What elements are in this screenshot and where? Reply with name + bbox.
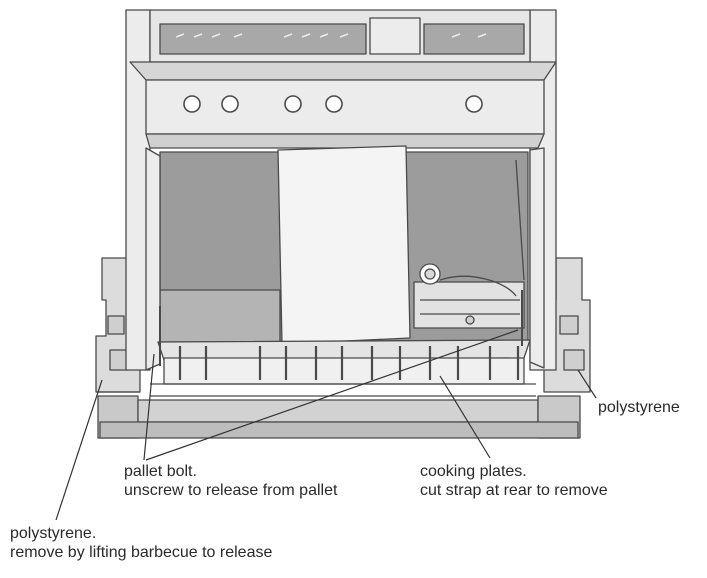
packing-sheet — [278, 146, 410, 344]
cooking-plates — [150, 340, 536, 396]
polystyrene-left-title: polystyrene. — [10, 524, 272, 543]
polystyrene-left-instruction: remove by lifting barbecue to release — [10, 543, 272, 562]
pallet-bolt-instruction: unscrew to release from pallet — [124, 481, 337, 500]
cooking-plates-title: cooking plates. — [420, 462, 608, 481]
polystyrene-right-text: polystyrene — [598, 398, 680, 417]
cooking-plates-instruction: cut strap at rear to remove — [420, 481, 608, 500]
polystyrene-left-label: polystyrene. remove by lifting barbecue … — [10, 524, 272, 562]
top-hood — [150, 10, 530, 62]
pallet — [98, 396, 580, 438]
cooking-plates-label: cooking plates. cut strap at rear to rem… — [420, 462, 608, 500]
pallet-bolt-label: pallet bolt. unscrew to release from pal… — [124, 462, 337, 500]
polystyrene-right-label: polystyrene — [598, 398, 680, 417]
pallet-bolt-title: pallet bolt. — [124, 462, 337, 481]
